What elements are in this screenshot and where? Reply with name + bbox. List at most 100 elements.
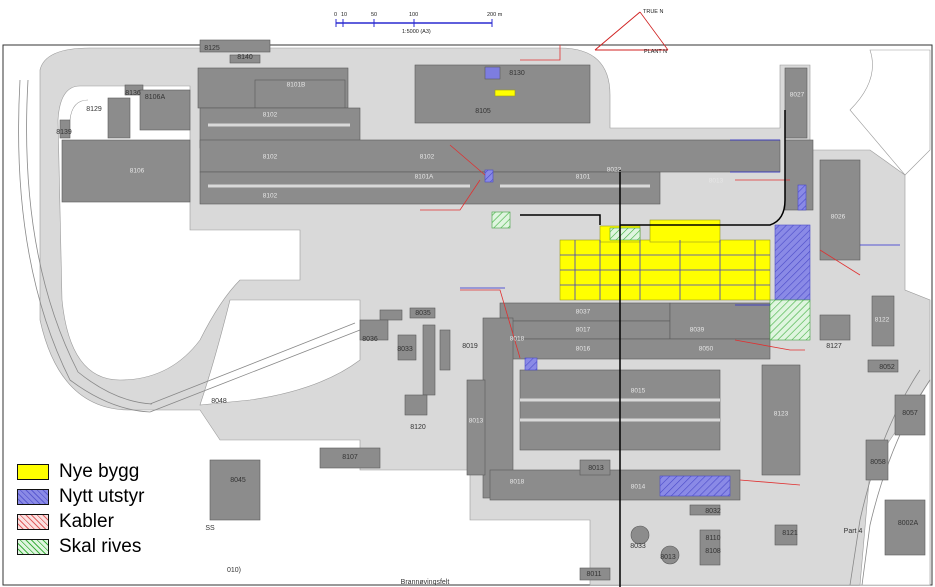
building-8058 (865, 439, 889, 481)
building-8057 (894, 394, 926, 436)
label-8136: 8136 (125, 90, 141, 97)
new-equipment-east (774, 224, 811, 301)
label-8045: 8045 (230, 477, 246, 484)
label-8102-a: 8102 (263, 112, 278, 119)
building-8129 (107, 97, 131, 139)
label-8013-tank: 8013 (660, 554, 676, 561)
label-8022: 8022 (607, 167, 622, 174)
label-8016: 8016 (576, 346, 591, 353)
building-labels: 8125 8140 8105 8130 8136 8106A 8129 8139… (56, 45, 918, 578)
legend-label: Skal rives (59, 535, 142, 557)
building-8052 (867, 359, 899, 373)
legend-swatch-green-hatch (17, 538, 49, 555)
label-8140: 8140 (237, 54, 253, 61)
building-8013-low (579, 459, 611, 476)
building-8002A (884, 499, 926, 556)
new-equipment-8101 (484, 169, 494, 183)
label-8033-small: 8033 (397, 346, 413, 353)
legend-label: Nytt utstyr (59, 485, 145, 507)
scale-tick-100: 100 (409, 12, 418, 18)
building-8130 (484, 66, 501, 80)
label-8125: 8125 (204, 45, 220, 52)
building-8106A (139, 89, 191, 131)
building-8102-row (199, 139, 781, 173)
label-8122: 8122 (875, 317, 890, 324)
label-8130: 8130 (509, 70, 525, 77)
label-8101A: 8101A (415, 174, 434, 181)
left-road-curve (18, 79, 151, 413)
label-8106A: 8106A (145, 94, 166, 101)
right-hill (849, 49, 931, 176)
legend-swatch-red-hatch (17, 513, 49, 530)
legend-item-new-equipment: Nytt utstyr (17, 484, 197, 509)
label-8110: 8110 (705, 535, 720, 542)
building-8101B (254, 79, 346, 109)
north-arrow: TRUE N PLANT N (594, 9, 669, 55)
building-8048 (379, 309, 403, 321)
field-label: Brannøvingsfelt (401, 579, 450, 586)
label-8139: 8139 (56, 129, 72, 136)
curved-road-inner (69, 99, 89, 121)
label-8002A: 8002A (898, 520, 919, 527)
legend-swatch-blue (17, 488, 49, 505)
new-equipment-8018 (524, 357, 538, 371)
legend-label: Nye bygg (59, 460, 140, 482)
label-8102-c: 8102 (263, 193, 278, 200)
building-8125 (199, 39, 271, 53)
building-8027 (784, 67, 808, 139)
building-8035 (409, 307, 436, 319)
building-8120 (404, 394, 428, 416)
building-8039 (669, 302, 771, 340)
label-8101: 8101 (576, 174, 591, 181)
new-equipment-8013 (797, 184, 807, 211)
scale-tick-50: 50 (371, 12, 377, 18)
new-building-upper (649, 219, 721, 243)
label-8014: 8014 (631, 484, 646, 491)
tank-8033 (630, 525, 650, 545)
scale-tick-200: 200 m (487, 12, 503, 18)
demolish-area-mid (609, 227, 641, 241)
building-8122 (871, 295, 895, 347)
building-8140 (229, 54, 261, 64)
blue-cables (460, 139, 900, 306)
building-8121 (774, 524, 798, 546)
building-8045 (209, 459, 261, 521)
new-equipment-8014 (659, 475, 731, 497)
label-8102-d: 8102 (420, 154, 435, 161)
building-8110 (699, 529, 721, 566)
map-legend: Nye bygg Nytt utstyr Kabler Skal rives (17, 459, 197, 559)
building-8013-mid (466, 379, 486, 476)
building-8019 (422, 324, 436, 396)
label-8048: 8048 (211, 398, 227, 405)
ss-label: SS (205, 525, 215, 532)
to-be-demolished (491, 211, 811, 341)
demolish-area-8102 (491, 211, 511, 229)
label-8017: 8017 (576, 327, 591, 334)
label-8129: 8129 (86, 106, 102, 113)
label-8013-low: 8013 (588, 465, 604, 472)
building-8106 (61, 139, 191, 203)
cables (420, 45, 861, 486)
buildings (59, 39, 926, 581)
legend-label: Kabler (59, 510, 114, 532)
label-8121: 8121 (782, 530, 798, 537)
building-8033-small (397, 334, 417, 361)
building-8123 (761, 364, 801, 476)
label-8015: 8015 (631, 388, 646, 395)
label-8039: 8039 (690, 327, 705, 334)
label-8058: 8058 (870, 459, 886, 466)
label-8050: 8050 (699, 346, 714, 353)
label-8013-mid: 8013 (469, 418, 484, 425)
tank-8013 (660, 545, 680, 565)
legend-item-new-buildings: Nye bygg (17, 459, 197, 484)
building-8139 (59, 119, 71, 139)
scale-bar: 0 10 50 100 200 m 1:5000 (A3) (334, 12, 503, 35)
new-building-small (494, 89, 516, 97)
scale-tick-0: 0 (334, 12, 337, 18)
building-8102-low (199, 171, 661, 205)
label-8011: 8011 (586, 571, 601, 578)
new-building-details (560, 240, 770, 300)
building-8018-left (482, 317, 514, 499)
label-part4: Part 4 (844, 528, 863, 535)
label-8018: 8018 (510, 336, 525, 343)
